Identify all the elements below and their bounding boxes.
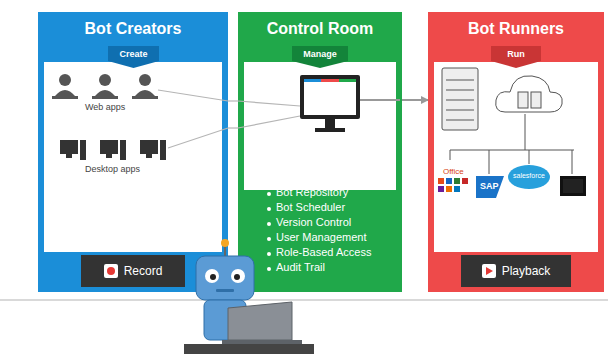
button-label: Playback [502, 264, 551, 278]
panel-title: Control Room [238, 20, 402, 38]
tab-label: Create [108, 46, 159, 59]
panel: Bot CreatorsCreateRecord [38, 12, 228, 292]
button-icon [482, 264, 496, 278]
logo-text: Desktop apps [85, 164, 140, 174]
feature-item: User Management [276, 231, 367, 243]
panel-body [434, 62, 598, 252]
button-icon [104, 264, 118, 278]
panel-body [244, 62, 396, 190]
bullet-dot [267, 237, 271, 241]
bullet-dot [267, 222, 271, 226]
robot [184, 239, 314, 354]
connector [228, 127, 238, 128]
tab-label: Manage [292, 46, 348, 59]
cloud-icon [496, 76, 563, 112]
feature-item: Version Control [276, 216, 351, 228]
button-icon-mark [486, 267, 493, 275]
feature-item: Audit Trail [276, 261, 325, 273]
logo-text: Web apps [85, 102, 125, 112]
connector [402, 99, 428, 101]
user-icons [52, 74, 158, 99]
connector [228, 100, 238, 101]
bullet-dot [267, 267, 271, 271]
tree-lines [450, 114, 574, 174]
action-button: Record [81, 255, 185, 287]
tab-label: Run [491, 46, 541, 59]
monitor-icon [300, 75, 360, 132]
panel-body [44, 62, 222, 252]
server-icon [442, 68, 478, 130]
bullet-dot [267, 252, 271, 256]
ground-line [0, 299, 608, 301]
panel: Bot RunnersRunPlayback [428, 12, 604, 292]
feature-item: Role-Based Access [276, 246, 371, 258]
panel-title: Bot Runners [428, 20, 604, 38]
button-icon-mark [107, 267, 115, 275]
app-logos [438, 165, 586, 198]
action-button: Playback [461, 255, 571, 287]
bullet-dot [267, 207, 271, 211]
logo-text: salesforce [513, 172, 545, 179]
link-lines [158, 90, 400, 148]
logo-text: SAP [480, 181, 499, 191]
feature-item: Bot Scheduler [276, 201, 345, 213]
feature-item: Bot Repository [276, 186, 348, 198]
logo-text: Office [443, 167, 464, 176]
button-label: Record [124, 264, 163, 278]
panel-title: Bot Creators [38, 20, 228, 38]
bullet-dot [267, 192, 271, 196]
desktop-icons [60, 140, 166, 160]
